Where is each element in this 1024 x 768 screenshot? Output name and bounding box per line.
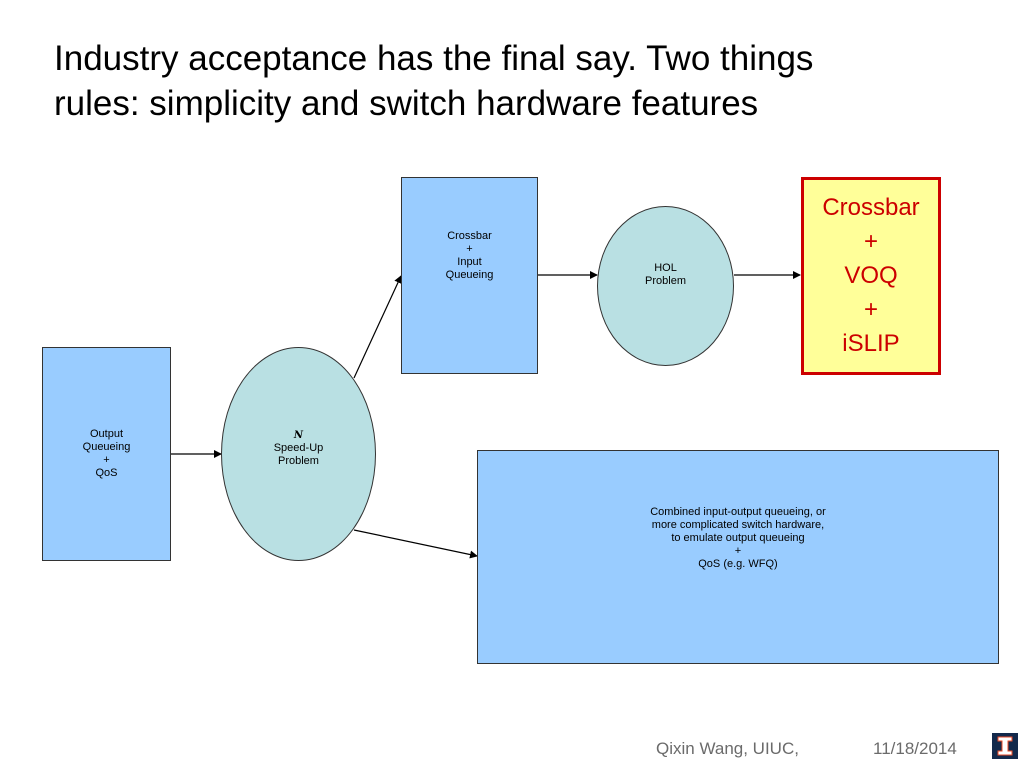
hol-problem-ellipse: HOL Problem	[597, 206, 734, 366]
slide-title: Industry acceptance has the final say. T…	[54, 36, 974, 126]
speedup-n-symbol: N	[293, 429, 304, 441]
hol-line: HOL	[654, 262, 677, 274]
result-line: VOQ	[844, 262, 898, 289]
arrow-speedup-to-combined	[353, 529, 478, 559]
footer-date: 11/18/2014	[873, 739, 957, 758]
output-queueing-line: Output	[89, 428, 124, 440]
crossbar-input-queueing-box: Crossbar + Input Queueing	[401, 177, 538, 374]
crossbar-input-line: Queueing	[445, 268, 494, 281]
crossbar-input-line: Crossbar	[447, 229, 492, 242]
result-line: +	[863, 296, 878, 323]
speedup-line: Speed-Up	[273, 441, 324, 454]
speedup-line: Problem	[278, 454, 319, 467]
crossbar-input-line: +	[466, 242, 473, 255]
speedup-problem-ellipse: N Speed-Up Problem	[221, 347, 376, 561]
output-queueing-line: Queueing	[82, 441, 131, 453]
combined-line: +	[734, 544, 742, 557]
output-queueing-line: +	[103, 454, 110, 466]
combined-queueing-box: Combined input-output queueing, or more …	[477, 450, 999, 664]
crossbar-input-line: Input	[457, 255, 482, 268]
block-i-icon	[997, 736, 1013, 756]
result-box: Crossbar + VOQ + iSLIP	[801, 177, 941, 375]
hol-line: Problem	[645, 275, 686, 287]
slide-title-line-1: Industry acceptance has the final say. T…	[54, 39, 814, 78]
result-line: +	[863, 228, 878, 255]
university-logo-icon	[992, 733, 1018, 759]
combined-line: to emulate output queueing	[671, 531, 805, 544]
combined-line: Combined input-output queueing, or	[650, 505, 826, 518]
output-queueing-line: QoS	[95, 467, 118, 479]
result-line: iSLIP	[842, 330, 900, 357]
result-line: Crossbar	[822, 194, 920, 221]
combined-line: QoS (e.g. WFQ)	[698, 557, 778, 570]
output-queueing-box: Output Queueing + QoS	[42, 347, 171, 561]
slide-title-line-2: rules: simplicity and switch hardware fe…	[54, 84, 759, 123]
arrow-speedup-to-crossbar	[353, 275, 402, 379]
combined-line: more complicated switch hardware,	[651, 518, 825, 531]
footer-author: Qixin Wang, UIUC,	[656, 739, 799, 758]
